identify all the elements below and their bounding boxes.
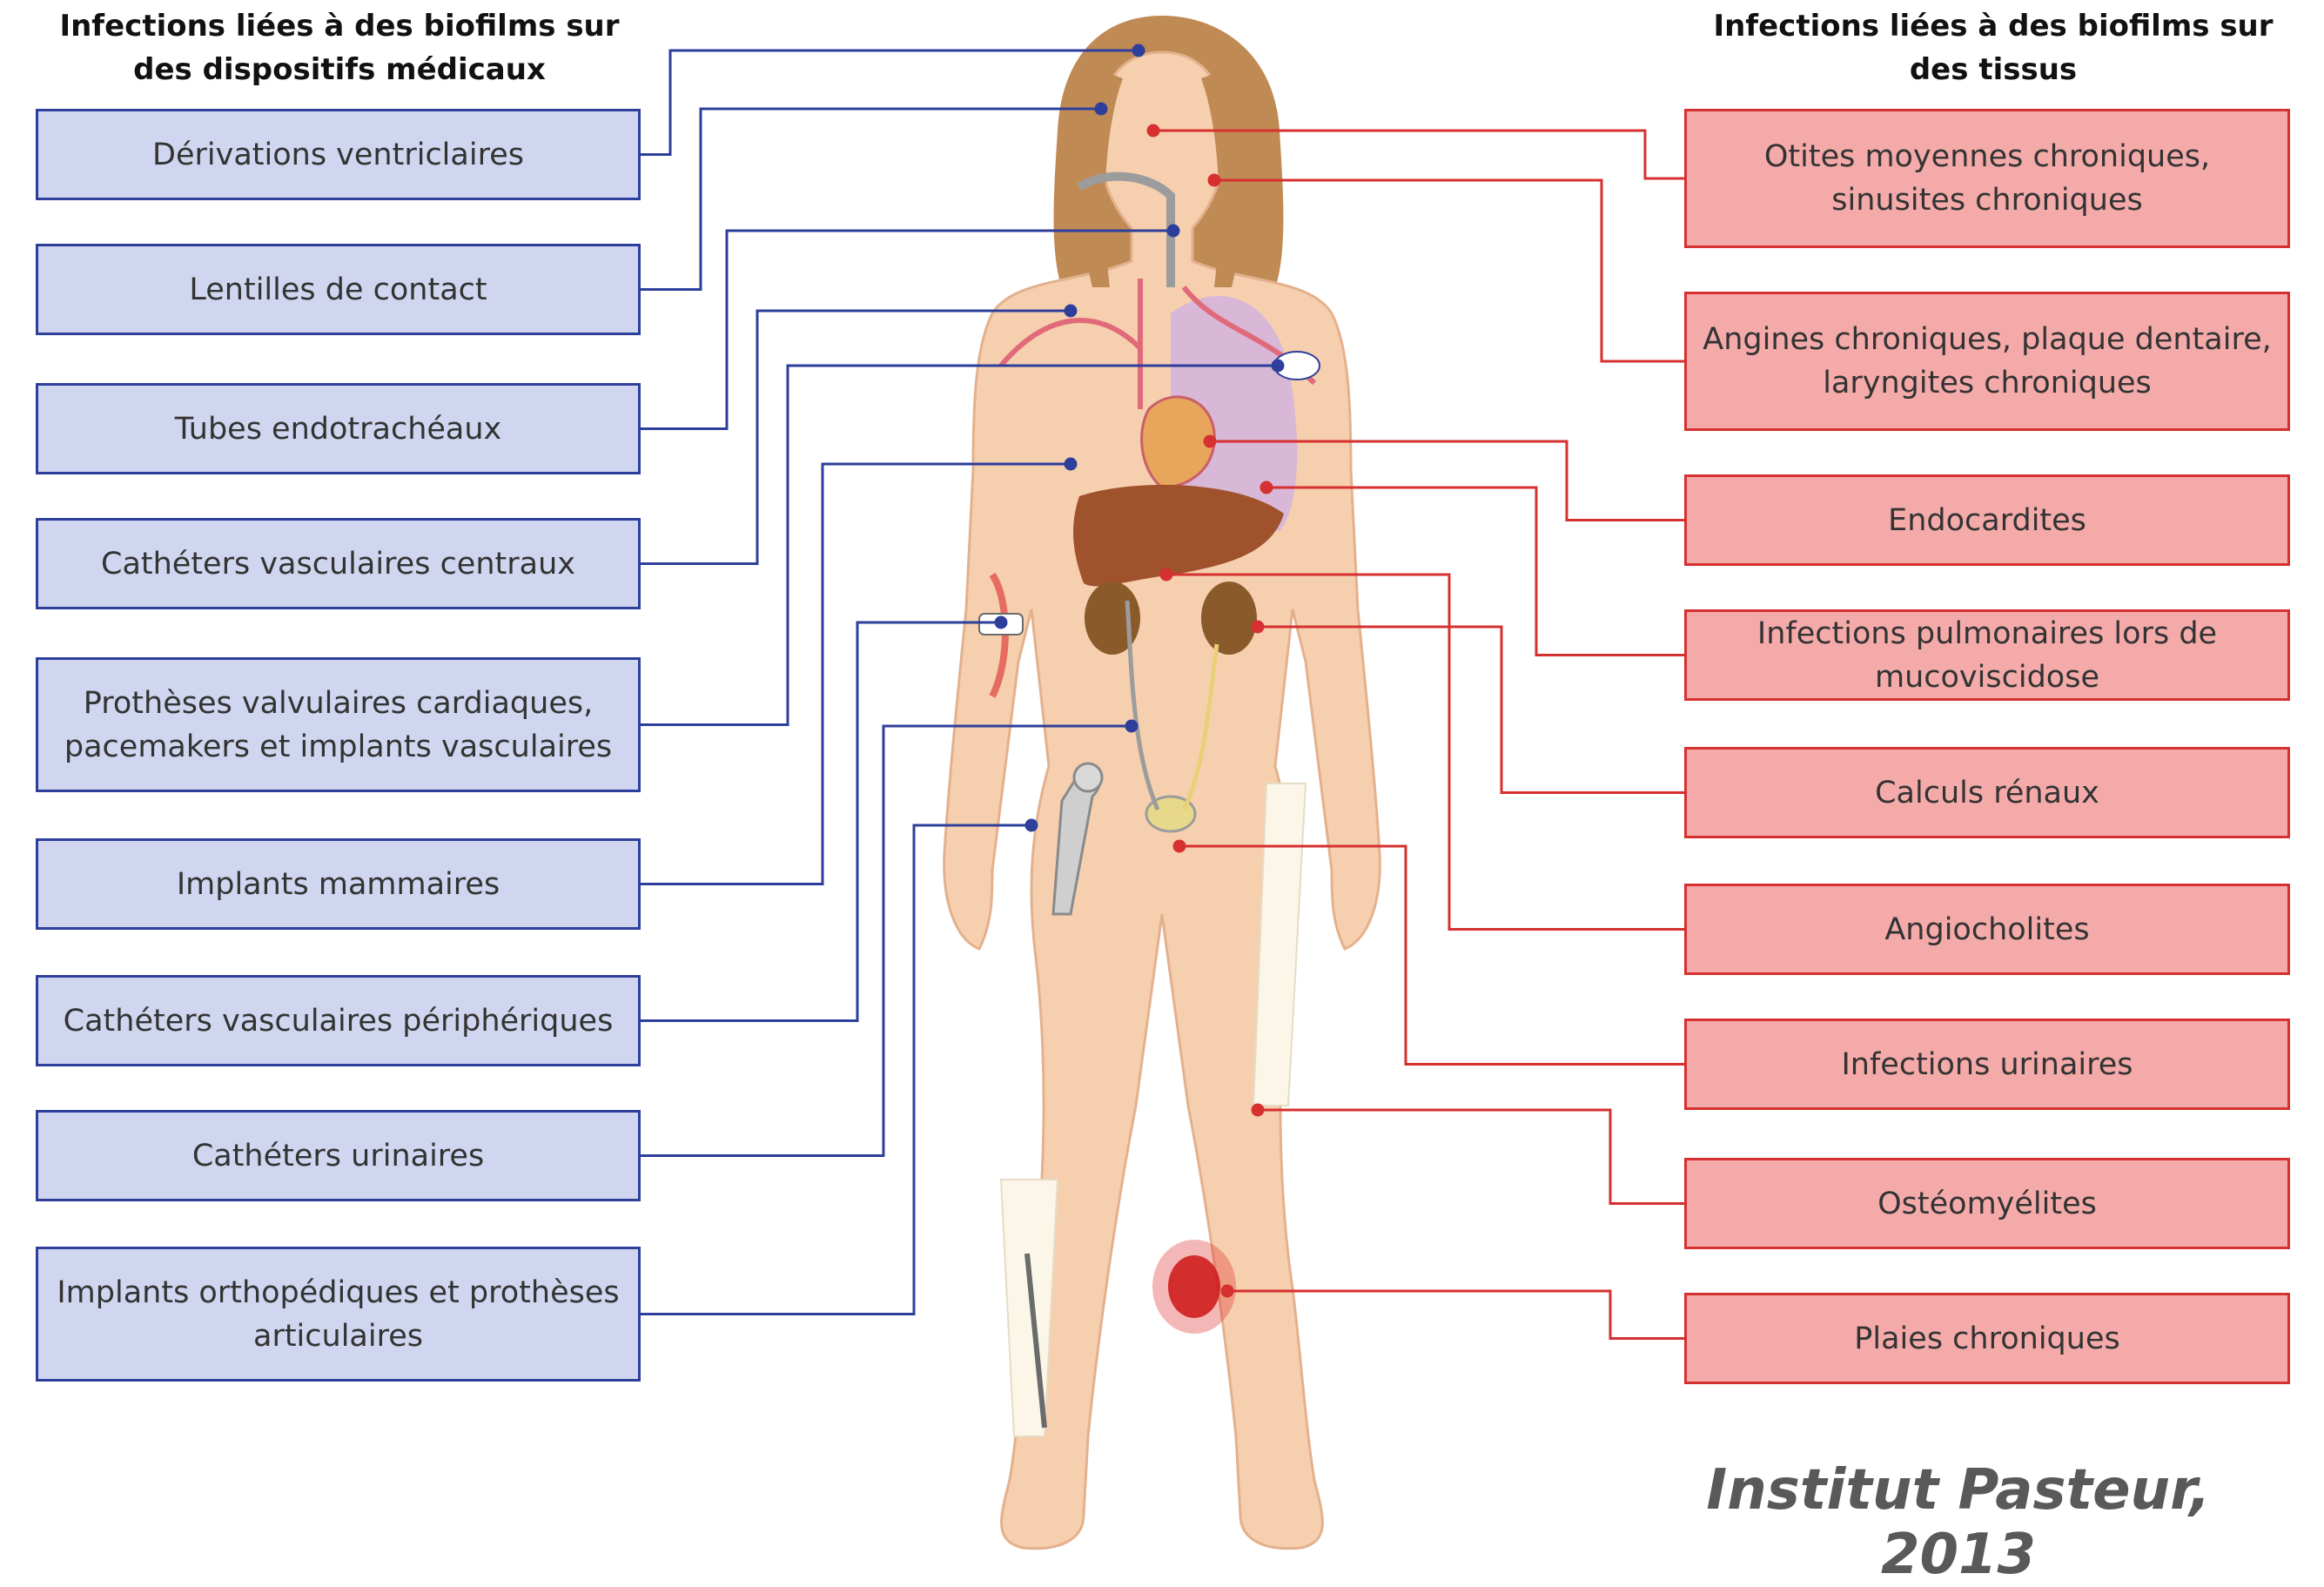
kidney-right — [1201, 582, 1257, 655]
device-connector-line — [641, 109, 1101, 290]
device-infection-box: Cathéters vasculaires centraux — [36, 518, 641, 609]
tissue-connector-dot — [1253, 622, 1263, 632]
tissue-infection-box: Otites moyennes chroniques, sinusites ch… — [1684, 109, 2290, 248]
tissue-connector-dot — [1222, 1286, 1233, 1296]
device-connector-dot — [1133, 45, 1144, 56]
device-infection-box: Tubes endotrachéaux — [36, 383, 641, 474]
tissue-infection-box: Angines chroniques, plaque dentaire, lar… — [1684, 292, 2290, 431]
device-infection-box: Prothèses valvulaires cardiaques, pacema… — [36, 657, 641, 792]
tissue-infection-box: Infections urinaires — [1684, 1019, 2290, 1110]
tissue-connector-dot — [1205, 436, 1215, 447]
device-infection-box: Implants mammaires — [36, 838, 641, 930]
tissue-connector-dot — [1148, 125, 1159, 136]
tissue-infection-box: Endocardites — [1684, 474, 2290, 566]
tissue-connector-line — [1258, 1110, 1684, 1204]
tissue-connector-dot — [1261, 482, 1272, 493]
device-connector-dot — [1065, 306, 1076, 316]
tissue-connector-dot — [1161, 569, 1172, 580]
tissue-infection-box: Angiocholites — [1684, 884, 2290, 975]
header-device-infections: Infections liées à des biofilms sur des … — [35, 4, 644, 91]
credit: Institut Pasteur, 2013 — [1645, 1458, 2272, 1587]
tissue-infection-box: Infections pulmonaires lors de mucovisci… — [1684, 609, 2290, 701]
tissue-connector-dot — [1209, 175, 1219, 185]
device-infection-box: Cathéters vasculaires périphériques — [36, 975, 641, 1066]
device-connector-dot — [1168, 225, 1179, 236]
tissue-connector-dot — [1253, 1105, 1263, 1115]
header-tissue-infections: Infections liées à des biofilms sur des … — [1680, 4, 2307, 91]
device-infection-box: Lentilles de contact — [36, 244, 641, 335]
device-connector-dot — [1026, 820, 1037, 830]
device-connector-dot — [1096, 104, 1106, 114]
device-infection-box: Implants orthopédiques et prothèses arti… — [36, 1247, 641, 1382]
device-connector-dot — [1273, 360, 1283, 371]
tissue-infection-box: Calculs rénaux — [1684, 747, 2290, 838]
device-connector-dot — [996, 617, 1006, 628]
device-infection-box: Dérivations ventriclaires — [36, 109, 641, 200]
tissue-infection-box: Ostéomyélites — [1684, 1158, 2290, 1249]
tissue-infection-box: Plaies chroniques — [1684, 1293, 2290, 1384]
device-connector-dot — [1126, 721, 1137, 731]
tissue-connector-dot — [1174, 841, 1185, 851]
device-connector-dot — [1065, 459, 1076, 469]
device-infection-box: Cathéters urinaires — [36, 1110, 641, 1201]
